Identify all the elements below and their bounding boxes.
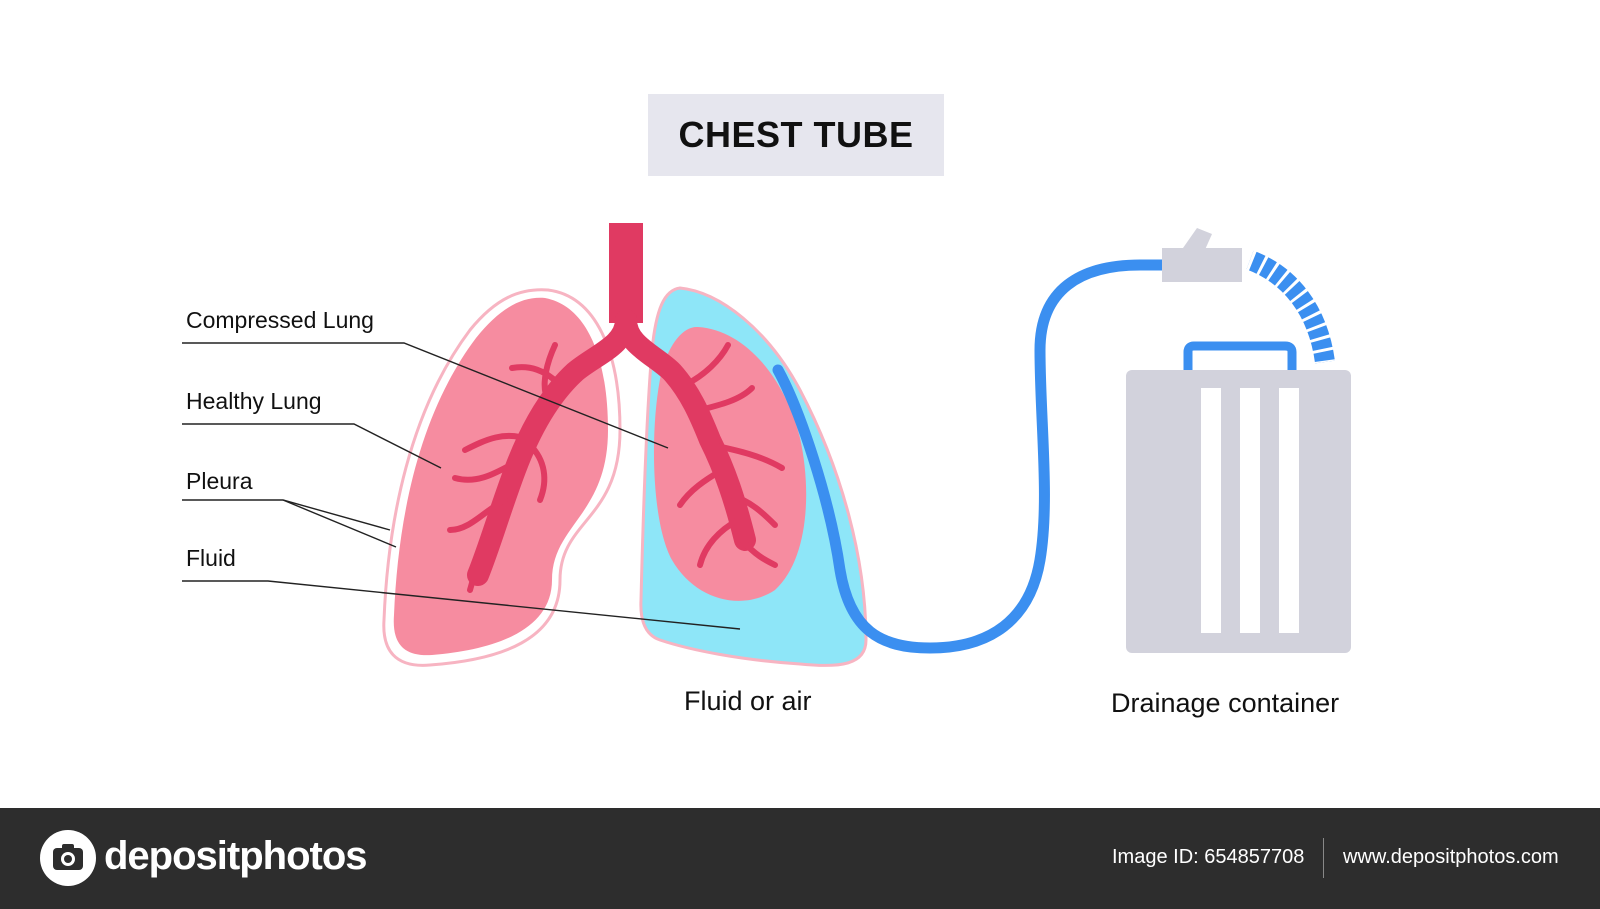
footer-divider bbox=[1323, 838, 1324, 878]
label-fluid: Fluid bbox=[186, 545, 236, 571]
leader-lines bbox=[182, 342, 741, 630]
title-box: CHEST TUBE bbox=[648, 94, 944, 176]
airway-tree bbox=[447, 223, 785, 593]
leader-pleura-2 bbox=[282, 499, 397, 548]
container-stripe-3 bbox=[1279, 388, 1299, 633]
right-bronchioles bbox=[677, 342, 785, 568]
leader-healthy-lung bbox=[182, 423, 442, 469]
container-handle bbox=[1183, 341, 1297, 370]
label-compressed-lung: Compressed Lung bbox=[186, 307, 374, 333]
camera-icon bbox=[40, 830, 96, 886]
label-healthy-lung: Healthy Lung bbox=[186, 388, 322, 414]
footer-url-link[interactable]: www.depositphotos.com bbox=[1343, 846, 1559, 868]
leader-pleura-1 bbox=[182, 499, 391, 531]
caption-drainage-container: Drainage container bbox=[1111, 688, 1340, 718]
container-stripe-2 bbox=[1240, 388, 1260, 633]
container-body bbox=[1126, 370, 1351, 653]
footer-bar: depositphotos Image ID: 654857708 www.de… bbox=[0, 808, 1600, 909]
corrugated-hose bbox=[1245, 247, 1338, 365]
tube-connector bbox=[1162, 228, 1242, 282]
compressed-lung-side bbox=[639, 286, 868, 667]
image-id: Image ID: 654857708 bbox=[1112, 846, 1305, 868]
diagram-canvas: CHEST TUBE bbox=[182, 94, 1351, 718]
label-pleura: Pleura bbox=[186, 468, 253, 494]
chest-tube bbox=[772, 259, 1171, 654]
brand-logo-text[interactable]: depositphotos bbox=[104, 834, 368, 878]
container-stripe-1 bbox=[1201, 388, 1221, 633]
leader-compressed-lung bbox=[182, 342, 669, 449]
chest-tube-illustration bbox=[182, 223, 1351, 667]
page-title: CHEST TUBE bbox=[678, 114, 914, 155]
left-bronchioles bbox=[447, 342, 563, 593]
drainage-container bbox=[1126, 341, 1351, 653]
trachea bbox=[609, 223, 643, 323]
leader-fluid bbox=[182, 580, 741, 630]
caption-fluid-or-air: Fluid or air bbox=[684, 686, 812, 716]
